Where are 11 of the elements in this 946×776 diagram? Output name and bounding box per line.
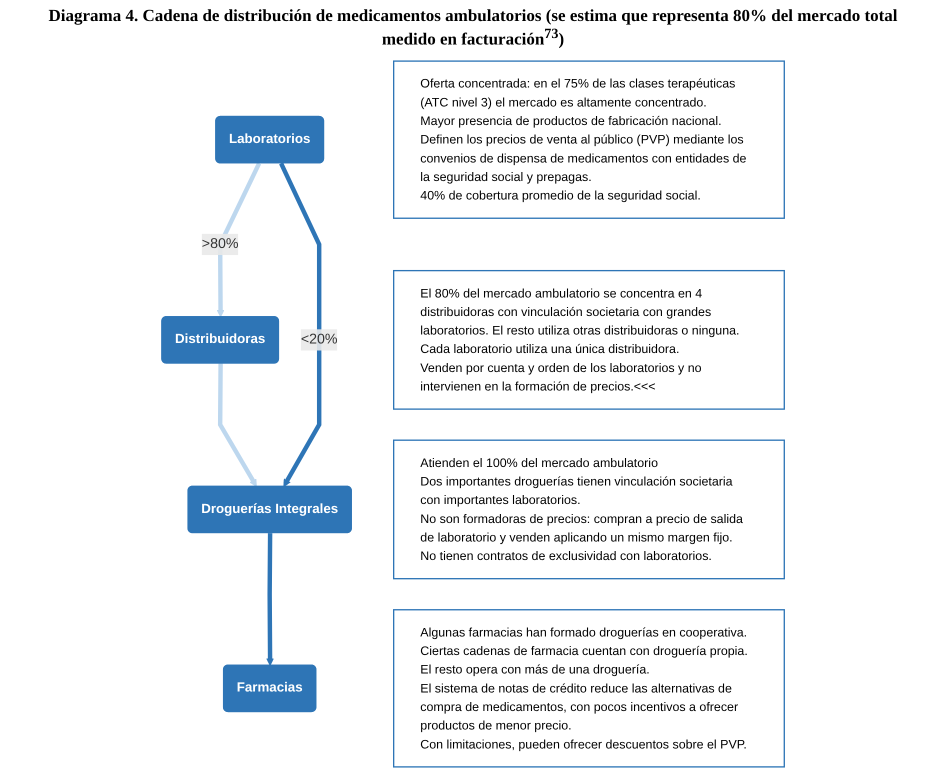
node-box: Oferta concentrada: en el 75% de las clases terapéuticas (ATC nivel 3) el mercado es altamente concentrado. Mayor presencia de productos de fabricación nacional. Definen los precios de venta al público (PVP) mediante los convenios de dispensa de medicamentos con entidades de la seguridad social y prepagas. 40% de cobertura promedio de la seguridad social. [393,60,785,219]
edge-label: <20% [300,332,338,347]
arrow [279,162,322,487]
node-box: El 80% del mercado ambulatorio se concentra en 4 distribuidoras con vinculación societaria con grandes laboratorios. El resto utiliza otras distribuidoras o ninguna. Cada laboratorio utiliza una única distribuidora. Venden por cuenta y orden de los laboratorios y no intervienen en la formación de precios.<<< [393,270,785,410]
diagram-title: Diagrama 4. Cadena de distribución de medicamentos ambulatorios (se estima que representa 80% del mercado total medido en facturación$^{73}$) [48,5,898,51]
arrow [218,363,257,487]
node-box: Atienden el 100% del mercado ambulatorio Dos importantes droguerías tienen vinculación societaria con importantes laboratorios. No son formadoras de precios: compran a precio de salida de laboratorio y venden aplicando un mismo margen fijo. No tienen contratos de exclusividad con laboratorios. [393,439,785,579]
edge-label: >80% [202,236,239,252]
arrow [216,162,262,318]
arrow [266,532,274,666]
node-box: Algunas farmacias han formado droguerías en cooperativa. Ciertas cadenas de farmacia cuentan con droguería propia. El resto opera con más de una droguería. El sistema de notas de crédito reduce las alternativas de compra de medicamentos, con pocos incentivos a ofrecer productos de menor precio. Con limitaciones, pueden ofrecer descuentos sobre el PVP. [393,608,785,768]
